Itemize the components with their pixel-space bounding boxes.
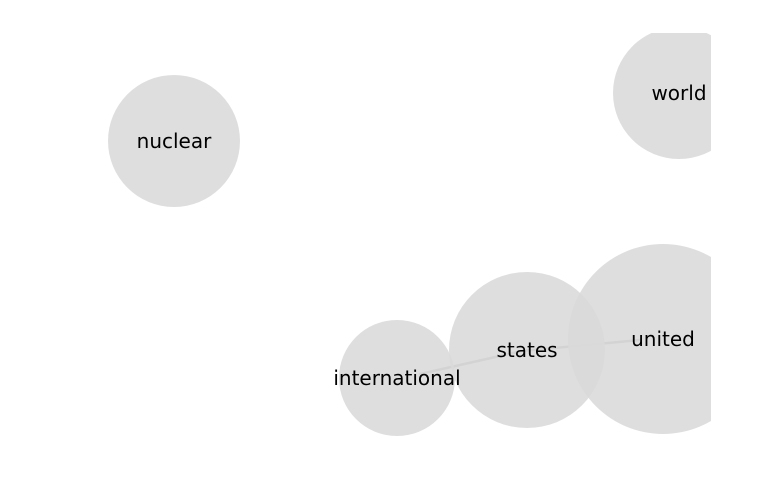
node-label-states: states [496, 338, 557, 362]
node-label-nuclear: nuclear [137, 129, 212, 153]
node-label-united: united [631, 327, 695, 351]
node-label-world: world [651, 81, 706, 105]
node-states [449, 272, 605, 428]
node-label-international: international [333, 366, 460, 390]
node-united [568, 244, 711, 434]
node-world [613, 33, 711, 159]
label-layer: nuclear world international states unite… [137, 81, 707, 390]
node-nuclear [108, 75, 240, 207]
node-international [339, 320, 455, 436]
node-layer [108, 33, 711, 436]
